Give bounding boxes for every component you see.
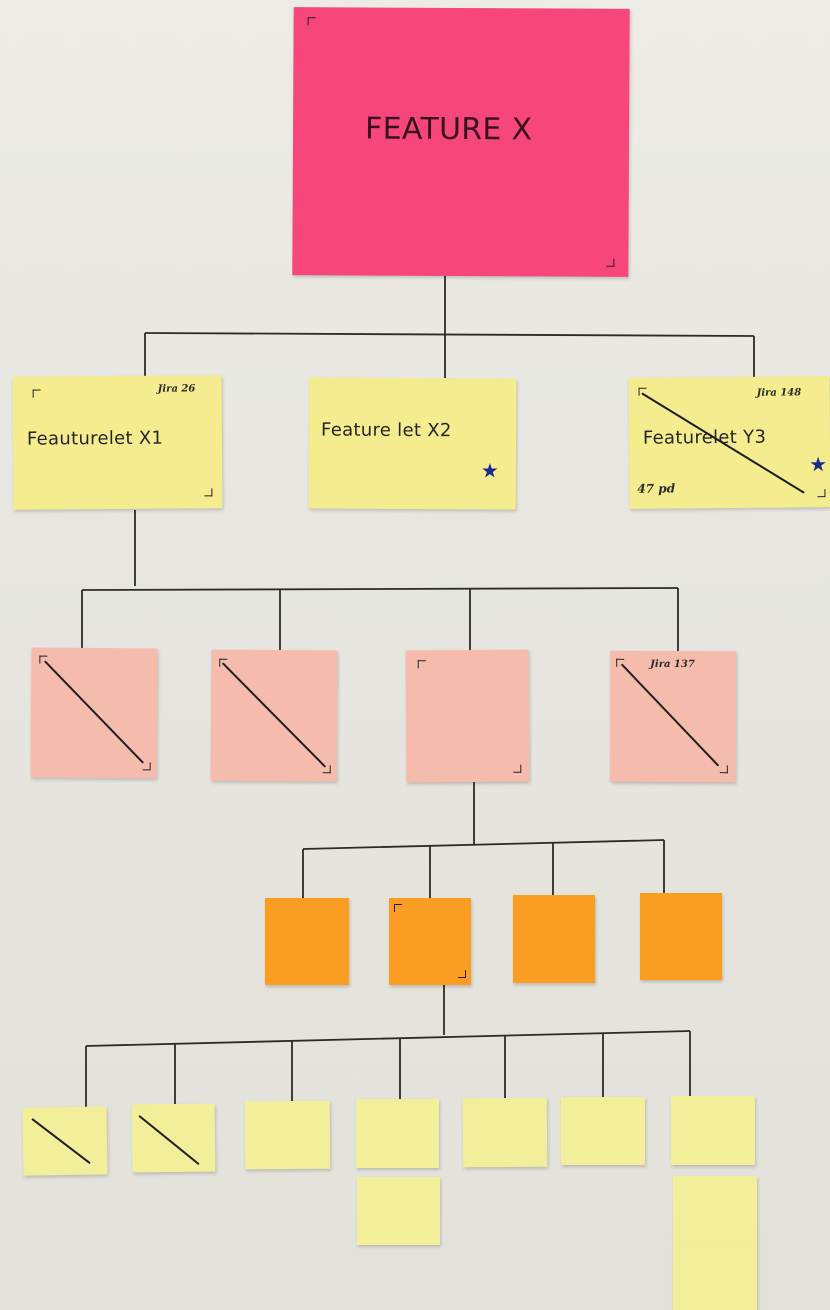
strike-through-line xyxy=(138,1115,200,1165)
task-note-4[interactable] xyxy=(640,893,722,980)
leaf-note-1[interactable] xyxy=(22,1106,108,1176)
subtask-note-1[interactable] xyxy=(30,647,158,779)
star-icon: ★ xyxy=(480,458,499,483)
strike-through-line xyxy=(31,1118,91,1164)
corner-mark-icon xyxy=(204,488,213,497)
leaf-note-6[interactable] xyxy=(561,1097,645,1165)
featurelet-label: Feauturelet X1 xyxy=(26,427,164,450)
corner-mark-icon xyxy=(606,258,615,267)
leaf-note-2[interactable] xyxy=(131,1103,216,1173)
corner-mark-icon xyxy=(513,764,522,773)
corner-mark-icon xyxy=(458,970,466,978)
leaf-note-4[interactable] xyxy=(356,1099,439,1168)
leaf-note-5[interactable] xyxy=(462,1097,548,1168)
leaf-note-4b[interactable] xyxy=(357,1177,440,1245)
strike-through-line xyxy=(621,663,719,767)
featurelet-note-y3[interactable]: Jira 148 Featurelet Y3 47 pd ★ xyxy=(628,376,830,509)
leaf-note-7c[interactable] xyxy=(673,1244,757,1310)
strike-through-line xyxy=(44,660,144,764)
corner-mark-icon xyxy=(307,17,316,26)
leaf-note-3[interactable] xyxy=(244,1100,331,1170)
subtask-note-2[interactable] xyxy=(210,649,338,782)
jira-ticket-label: Jira 26 xyxy=(157,383,196,395)
corner-mark-icon xyxy=(32,389,41,398)
subtask-note-4[interactable]: Jira 137 xyxy=(609,650,737,783)
featurelet-note-x2[interactable]: Feature let X2 ★ xyxy=(308,377,517,510)
feature-title: FEATURE X xyxy=(364,111,533,148)
corner-mark-icon xyxy=(394,904,402,912)
corner-mark-icon xyxy=(417,660,426,669)
feature-note[interactable]: FEATURE X xyxy=(292,7,630,277)
task-note-3[interactable] xyxy=(513,895,595,983)
subtask-note-3[interactable] xyxy=(405,649,530,783)
leaf-note-7b[interactable] xyxy=(673,1176,757,1244)
task-note-1[interactable] xyxy=(265,898,349,985)
featurelet-label: Feature let X2 xyxy=(321,419,452,442)
leaf-note-7[interactable] xyxy=(671,1096,755,1165)
task-note-2[interactable] xyxy=(389,898,471,985)
strike-through-line xyxy=(641,392,805,494)
featurelet-note-x1[interactable]: Jira 26 Feauturelet X1 xyxy=(12,375,223,510)
strike-through-line xyxy=(222,662,326,768)
